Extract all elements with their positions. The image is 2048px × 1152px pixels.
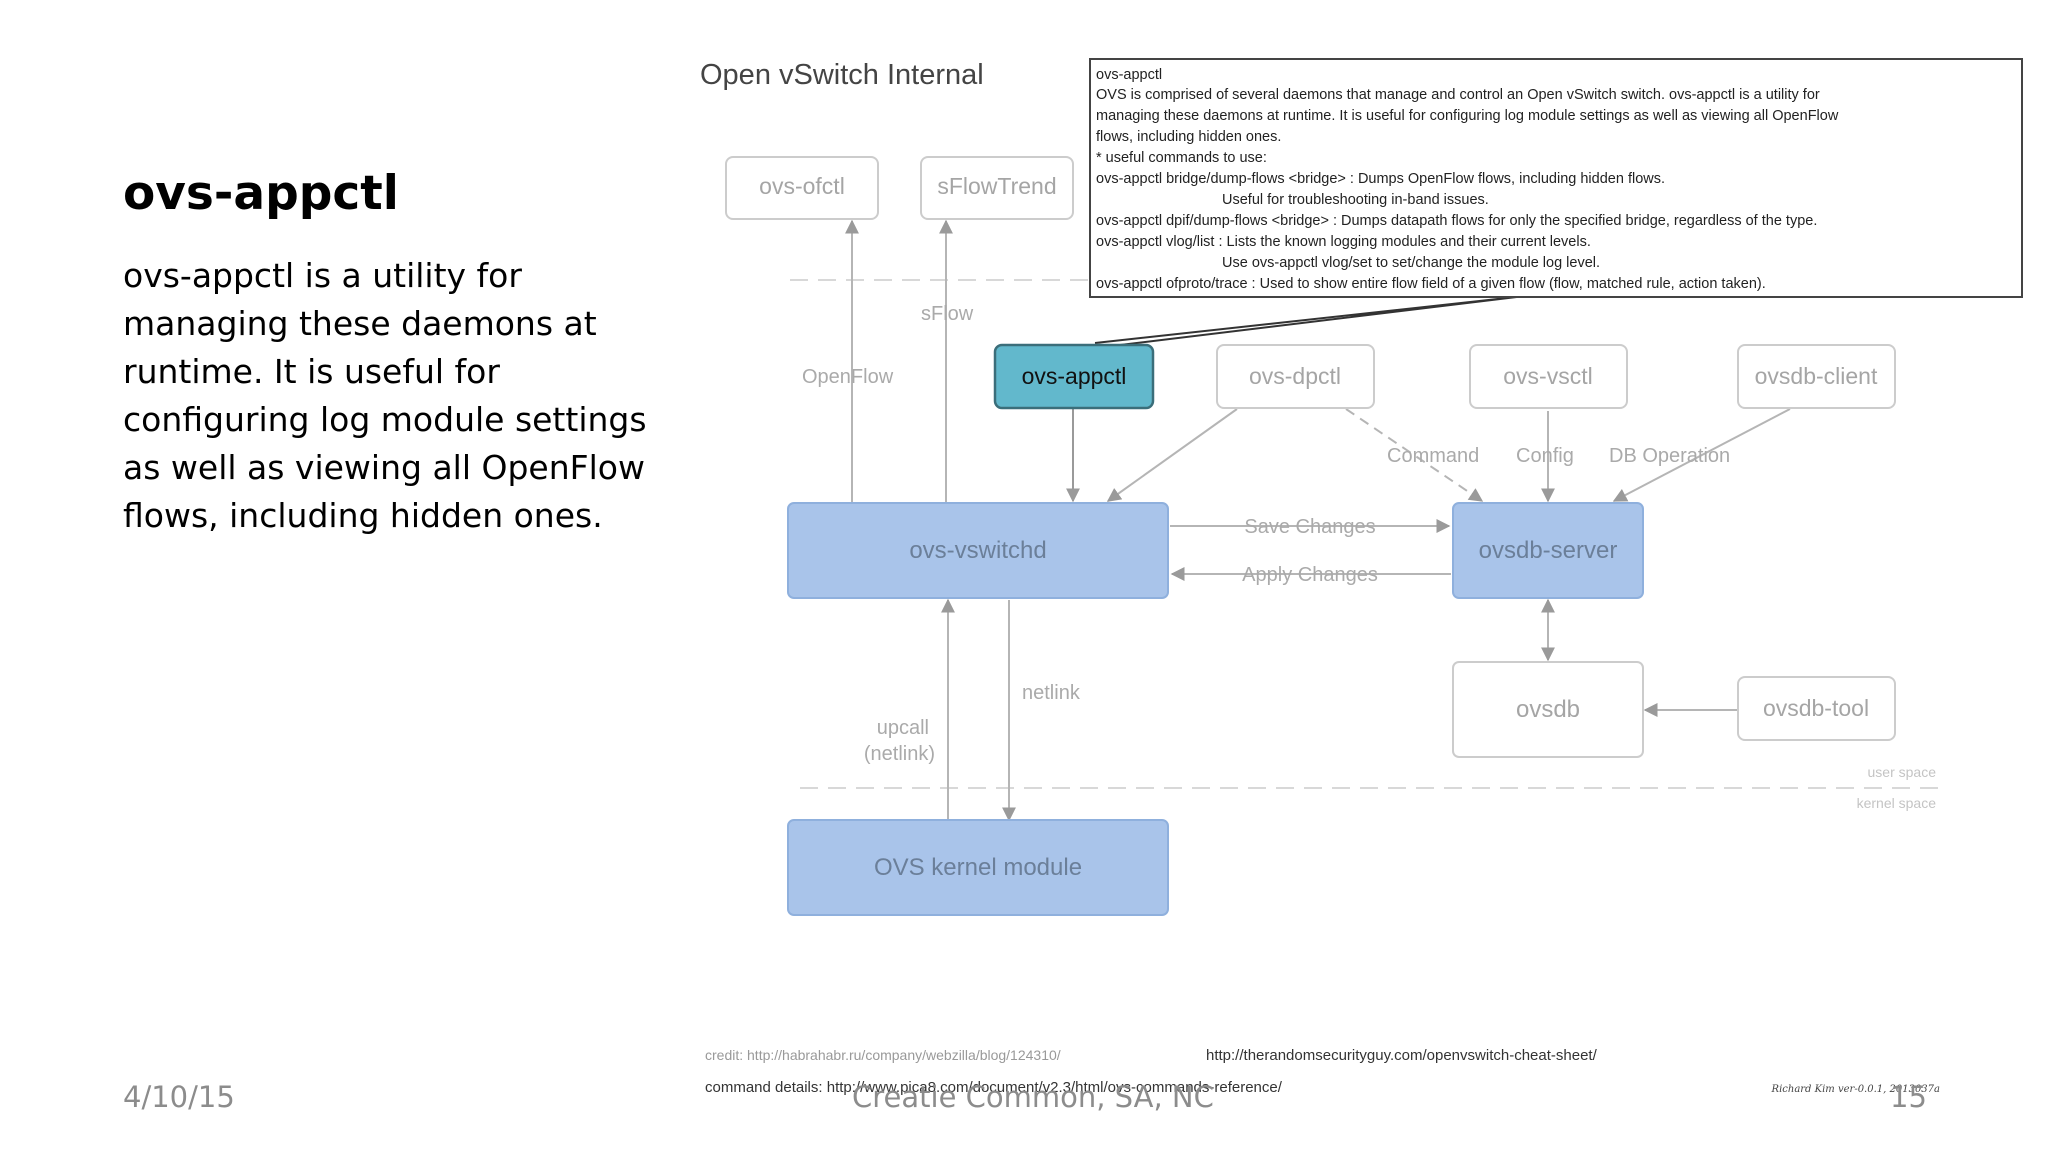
sflowtrend-box: [920, 156, 1074, 220]
ovs-ofctl-label: ovs-ofctl: [759, 173, 845, 199]
ovs-dpctl-box: [1216, 344, 1375, 409]
note-line: ovs-appctl bridge/dump-flows <bridge> : …: [1096, 171, 1665, 187]
ovs-kernel-module-label: OVS kernel module: [874, 854, 1082, 881]
note-line: * useful commands to use:: [1096, 150, 1267, 166]
command-label: Command: [1387, 445, 1479, 467]
upcall-label: upcall: [877, 717, 929, 739]
ovs-appctl-note-text: ovs-appctl OVS is comprised of several d…: [1096, 67, 1839, 292]
note-pointer: [1094, 295, 1526, 349]
author-credit: Richard Kim ver-0.0.1, 2013037a: [1771, 1084, 1940, 1095]
page-number: 15: [1890, 1080, 1927, 1114]
ovs-vsctl-label: ovs-vsctl: [1503, 363, 1592, 389]
ovs-vswitchd-label: ovs-vswitchd: [909, 537, 1046, 564]
config-label: Config: [1516, 445, 1574, 467]
note-line: ovs-appctl ofproto/trace : Used to show …: [1096, 276, 1766, 292]
user-space-label: user space: [1868, 764, 1937, 780]
credit-link: credit: http://habrahabr.ru/company/webz…: [705, 1047, 1061, 1063]
note-line: managing these daemons at runtime. It is…: [1096, 108, 1839, 124]
ovsdb-server-label: ovsdb-server: [1479, 537, 1618, 564]
sflowtrend-label: sFlowTrend: [937, 173, 1056, 199]
ovsdb-box: [1452, 661, 1644, 758]
command-details-link: command details: http://www.pica8.com/do…: [705, 1079, 1283, 1096]
cheat-sheet-link: http://therandomsecurityguy.com/openvswi…: [1206, 1047, 1598, 1064]
ovsdb-label: ovsdb: [1516, 696, 1580, 723]
note-line: flows, including hidden ones.: [1096, 129, 1281, 145]
upcall-netlink-label: (netlink): [864, 743, 935, 765]
ovs-vswitchd-box: [787, 502, 1169, 599]
ovs-appctl-label: ovs-appctl: [1022, 363, 1127, 389]
ovs-appctl-note-box: [1089, 58, 2023, 298]
ovsdb-client-label: ovsdb-client: [1755, 363, 1878, 389]
kernel-space-label: kernel space: [1857, 795, 1937, 811]
note-line: ovs-appctl: [1096, 67, 1162, 83]
note-line: Use ovs-appctl vlog/set to set/change th…: [1222, 255, 1600, 271]
note-line: OVS is comprised of several daemons that…: [1096, 87, 1820, 103]
slide-body: ovs-appctl is a utility for managing the…: [123, 256, 647, 535]
sflow-label: sFlow: [921, 303, 974, 325]
openflow-label: OpenFlow: [802, 366, 894, 388]
ovs-ofctl-box: [725, 156, 879, 220]
dbclient-dbop-edge: [1612, 408, 1791, 502]
ovsdb-server-box: [1452, 502, 1644, 599]
diagram-title: Open vSwitch Internal: [700, 59, 984, 91]
slide-title: ovs-appctl: [123, 166, 399, 221]
ovs-dpctl-label: ovs-dpctl: [1249, 363, 1341, 389]
ovsdb-tool-box: [1737, 676, 1896, 741]
footer-date: 4/10/15: [123, 1080, 235, 1114]
apply-changes-label: Apply Changes: [1242, 564, 1378, 586]
db-operation-label: DB Operation: [1609, 445, 1730, 467]
note-line: ovs-appctl vlog/list : Lists the known l…: [1096, 234, 1591, 250]
ovsdb-tool-label: ovsdb-tool: [1763, 695, 1869, 721]
note-line: ovs-appctl dpif/dump-flows <bridge> : Du…: [1096, 213, 1817, 229]
save-changes-label: Save Changes: [1244, 516, 1375, 538]
ovs-vsctl-box: [1469, 344, 1628, 409]
dpctl-vswitchd-edge: [1106, 408, 1238, 502]
ovs-kernel-module-box: [787, 819, 1169, 916]
netlink-label: netlink: [1022, 682, 1081, 704]
note-line: Useful for troubleshooting in-band issue…: [1222, 192, 1489, 208]
ovsdb-client-box: [1737, 344, 1896, 409]
ovs-appctl-box: [993, 343, 1155, 410]
vsctl-command-edge: [1345, 408, 1484, 502]
footer-license: Creatie Common, SA, NC: [852, 1080, 1214, 1114]
